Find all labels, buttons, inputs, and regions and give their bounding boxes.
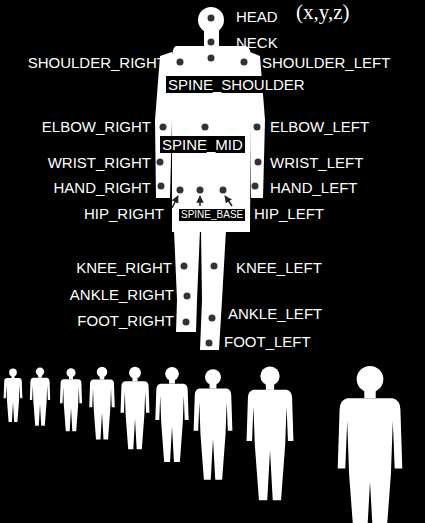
joint-label: KNEE_RIGHT	[76, 260, 172, 275]
joint-label: WRIST_LEFT	[270, 155, 363, 170]
joint-label: SPINE_BASE	[179, 209, 245, 221]
joint-label: FOOT_LEFT	[224, 334, 311, 349]
joint-label: ELBOW_LEFT	[270, 119, 369, 134]
joint-label: FOOT_RIGHT	[77, 313, 174, 328]
joint-label: ELBOW_RIGHT	[42, 119, 151, 134]
joint-label: HAND_RIGHT	[53, 180, 151, 195]
joint-label: WRIST_RIGHT	[48, 155, 151, 170]
joint-label: SPINE_MID	[160, 136, 245, 153]
joint-label: ANKLE_RIGHT	[70, 287, 174, 302]
leader-arrows	[172, 196, 232, 208]
joint-label: HIP_RIGHT	[84, 206, 164, 221]
joint-label: KNEE_LEFT	[236, 260, 322, 275]
joint-label: HEAD	[236, 9, 278, 24]
joint-label: HIP_LEFT	[254, 206, 324, 221]
joint-label: NECK	[236, 35, 278, 50]
joint-label: HAND_LEFT	[270, 180, 358, 195]
walking-sequence	[4, 366, 403, 523]
joint-label: (x,y,z)	[296, 2, 349, 23]
joint-label: SPINE_SHOULDER	[166, 76, 307, 93]
joint-label: ANKLE_LEFT	[228, 306, 322, 321]
joint-label: SHOULDER_RIGHT	[28, 55, 166, 70]
joint-label: SHOULDER_LEFT	[262, 55, 390, 70]
